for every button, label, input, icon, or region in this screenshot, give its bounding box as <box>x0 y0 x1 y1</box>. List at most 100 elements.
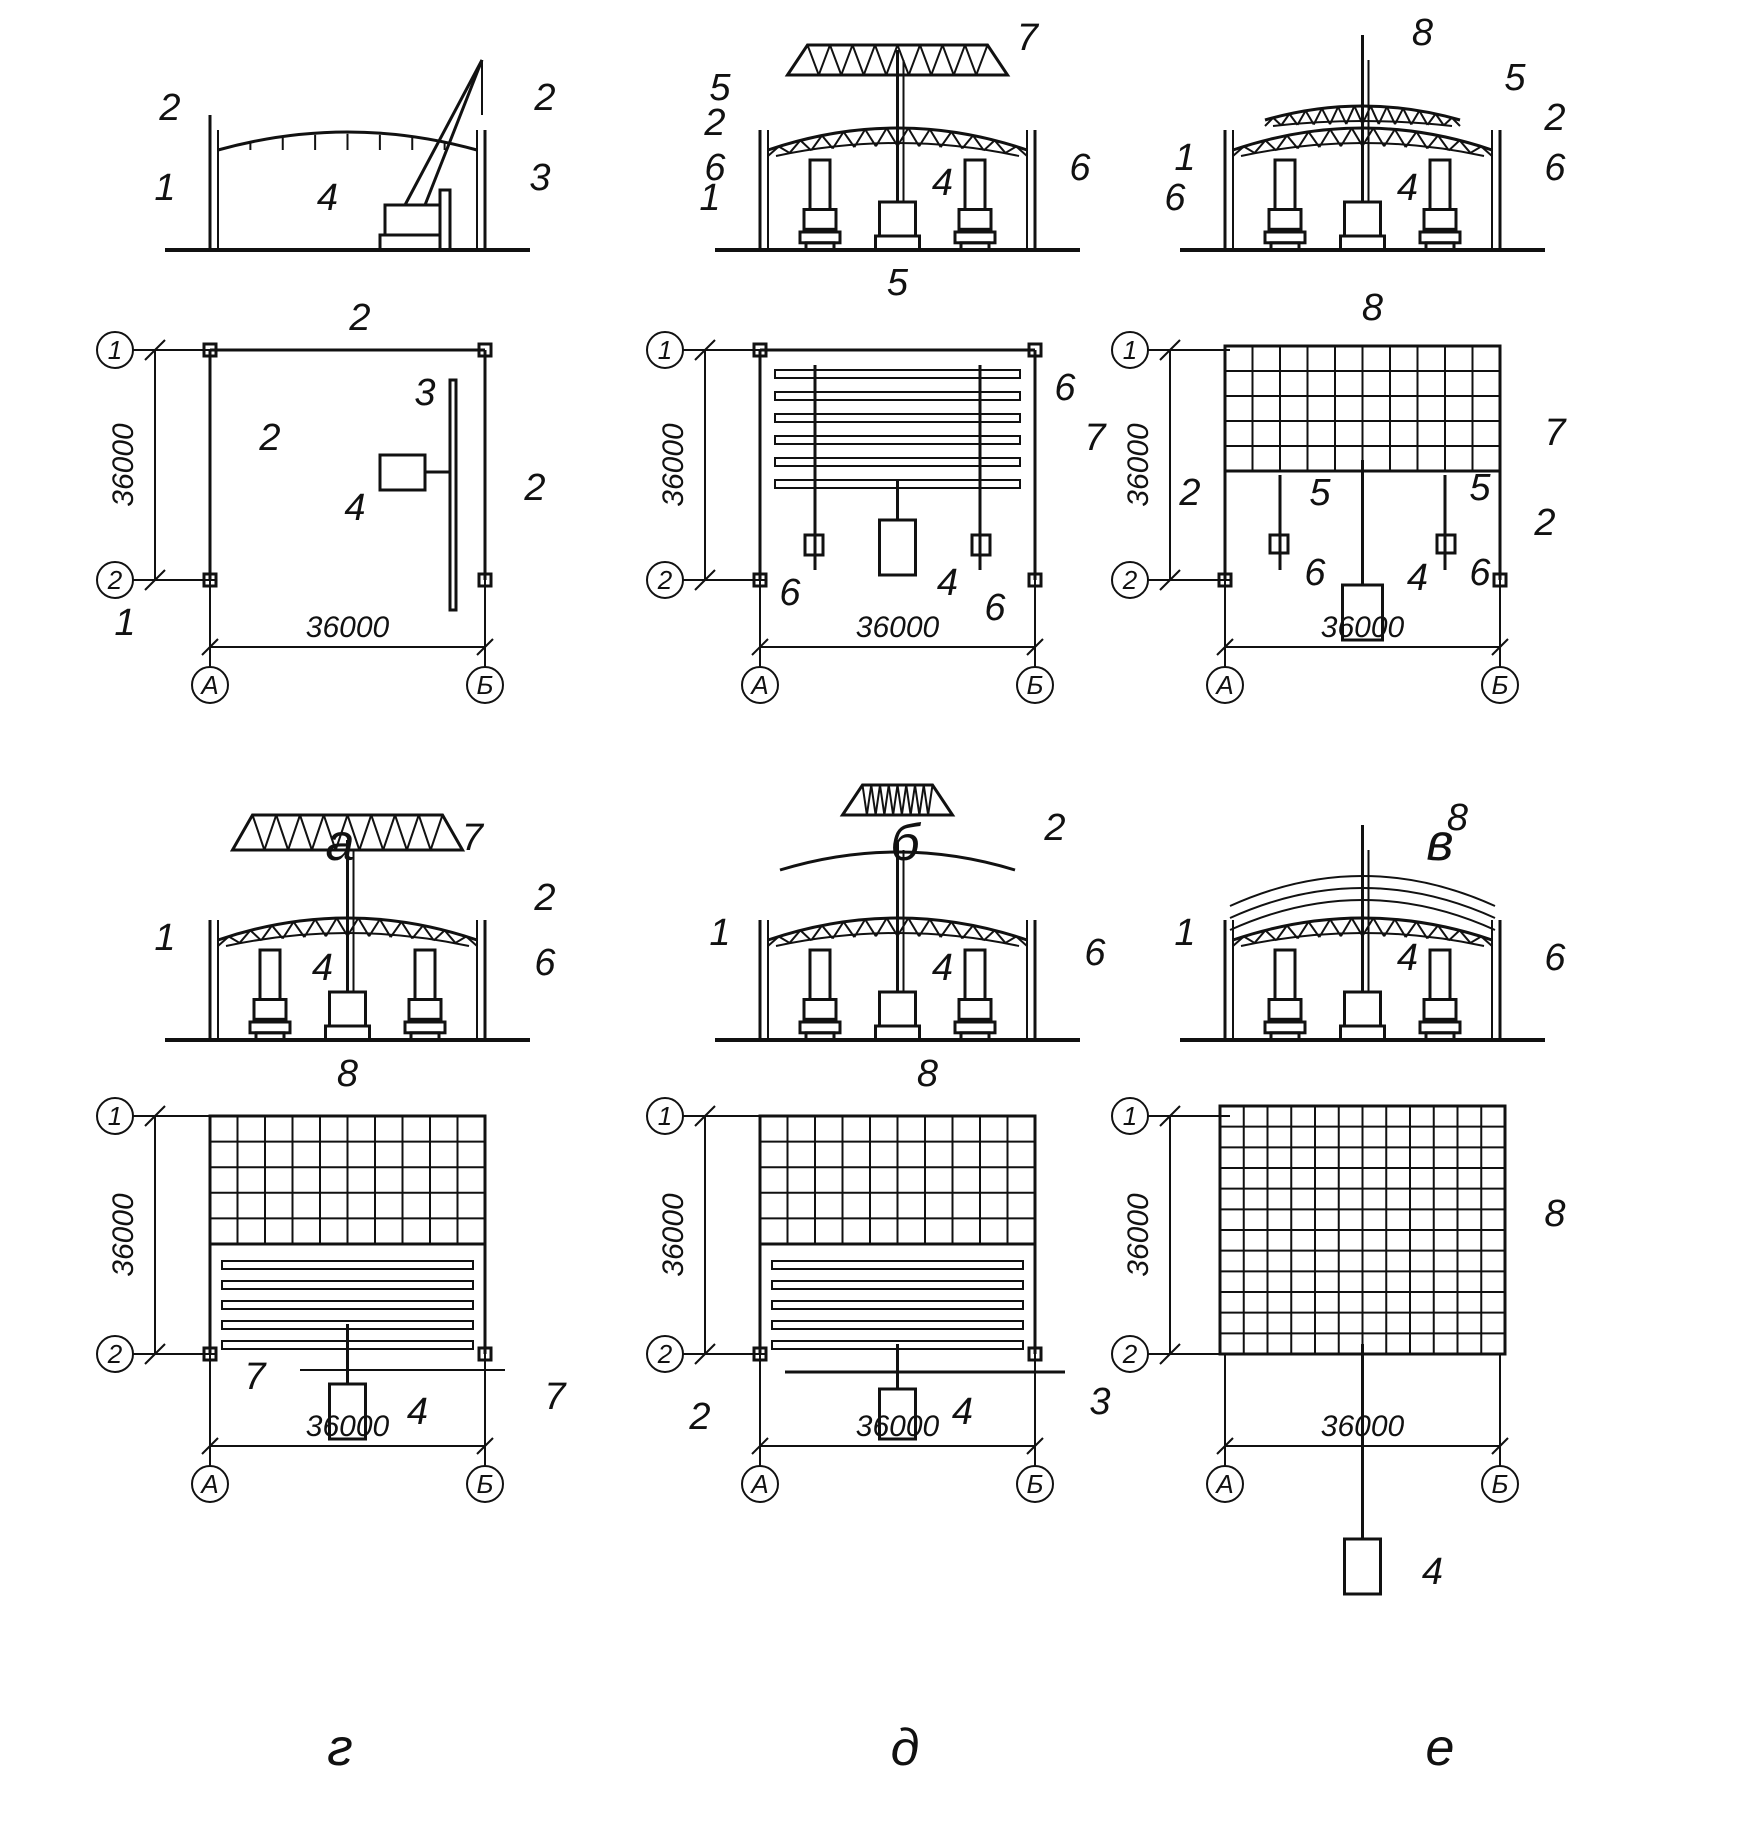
truss-web <box>788 929 802 944</box>
truss-web <box>1377 106 1388 125</box>
crane-track <box>324 1024 371 1042</box>
plan-label-2: 2 <box>258 417 280 459</box>
plan-label-5: 7 <box>1084 417 1107 459</box>
truss-web <box>879 784 886 816</box>
truss-web <box>1296 921 1310 940</box>
plan-label-2: 6 <box>779 572 801 614</box>
truss-web <box>275 814 290 851</box>
truss-web <box>1394 107 1405 125</box>
column-plan <box>1027 1346 1043 1362</box>
axis-2-label: 2 <box>107 1339 123 1369</box>
jack-base <box>1418 1020 1462 1035</box>
truss-web <box>1418 110 1429 126</box>
column-plan <box>752 1346 768 1362</box>
column-plan <box>477 1346 493 1362</box>
jack-foot <box>409 1031 441 1042</box>
truss-web <box>314 918 327 937</box>
dim-text-vertical: 36000 <box>107 423 140 507</box>
plan-label-8: 8 <box>1362 287 1383 329</box>
jack-base <box>248 1020 292 1035</box>
truss-web <box>325 917 338 937</box>
plan-label-1: 7 <box>244 1356 267 1398</box>
truss-web <box>952 44 966 76</box>
column-plan <box>1027 342 1043 358</box>
jack-plan <box>970 533 992 557</box>
axis-B-label: Б <box>1492 1469 1509 1499</box>
truss-web <box>1340 127 1353 147</box>
truss-web <box>1320 107 1331 125</box>
truss-web <box>1340 917 1353 937</box>
truss-web <box>454 935 467 944</box>
column-plan <box>202 572 218 588</box>
elev-label-1: 2 <box>1043 807 1065 849</box>
elev-label-0: 1 <box>1174 912 1195 954</box>
axis-B-label: Б <box>1492 670 1509 700</box>
elev-label-6: 8 <box>1412 12 1433 54</box>
truss-web <box>831 921 845 940</box>
dim-tick <box>694 569 716 591</box>
elev-label-5: 6 <box>1069 147 1091 189</box>
truss-web <box>930 44 944 76</box>
jack-head <box>1422 998 1458 1021</box>
truss-web <box>840 44 854 76</box>
jack-plan <box>803 533 825 557</box>
jack-head <box>1267 208 1303 231</box>
truss-web <box>853 918 866 938</box>
truss-web <box>1448 139 1461 152</box>
column-plan <box>202 342 218 358</box>
truss-web <box>1286 134 1299 150</box>
jack-base <box>953 230 997 245</box>
crane-plan <box>378 453 427 492</box>
truss-web <box>1443 117 1453 127</box>
truss-web <box>389 921 403 938</box>
elev-label-2: 4 <box>312 947 333 989</box>
crane-track <box>1339 1024 1386 1042</box>
jack-base <box>798 230 842 245</box>
truss-web <box>1402 107 1413 125</box>
truss-web <box>1404 131 1418 148</box>
truss-web <box>896 784 903 816</box>
truss-web <box>778 145 791 154</box>
truss-web <box>874 44 888 76</box>
elev-label-0: 1 <box>154 917 175 959</box>
jack-head <box>802 208 838 231</box>
jack-foot <box>254 1031 286 1042</box>
truss-web <box>1426 113 1437 126</box>
plan-label-1: 8 <box>1544 1193 1565 1235</box>
truss-web <box>972 134 985 152</box>
elev-label-0: 1 <box>1174 137 1195 179</box>
truss-web <box>1264 139 1277 152</box>
crane-track <box>874 1024 921 1042</box>
dim-tick <box>1159 1105 1181 1127</box>
truss-web <box>778 935 791 944</box>
elev-label-0: 1 <box>154 167 175 209</box>
truss-web <box>1372 917 1385 937</box>
dim-tick <box>694 339 716 361</box>
jack-head <box>252 998 288 1021</box>
truss-web <box>1437 134 1450 152</box>
jack-foot <box>1269 1031 1301 1042</box>
plan-label-3: 8 <box>917 1053 938 1095</box>
jack-head <box>407 998 443 1021</box>
jack-foot <box>959 1031 991 1042</box>
column-plan <box>1027 572 1043 588</box>
truss-web <box>417 814 432 851</box>
elev-label-2: 6 <box>1544 937 1566 979</box>
jack-column <box>413 948 437 1001</box>
elev-label-4: 7 <box>462 817 485 859</box>
truss-web <box>817 44 831 76</box>
elev-label-3: 6 <box>534 942 556 984</box>
truss-web <box>972 924 985 942</box>
dim-tick <box>144 569 166 591</box>
truss-web <box>821 134 834 150</box>
